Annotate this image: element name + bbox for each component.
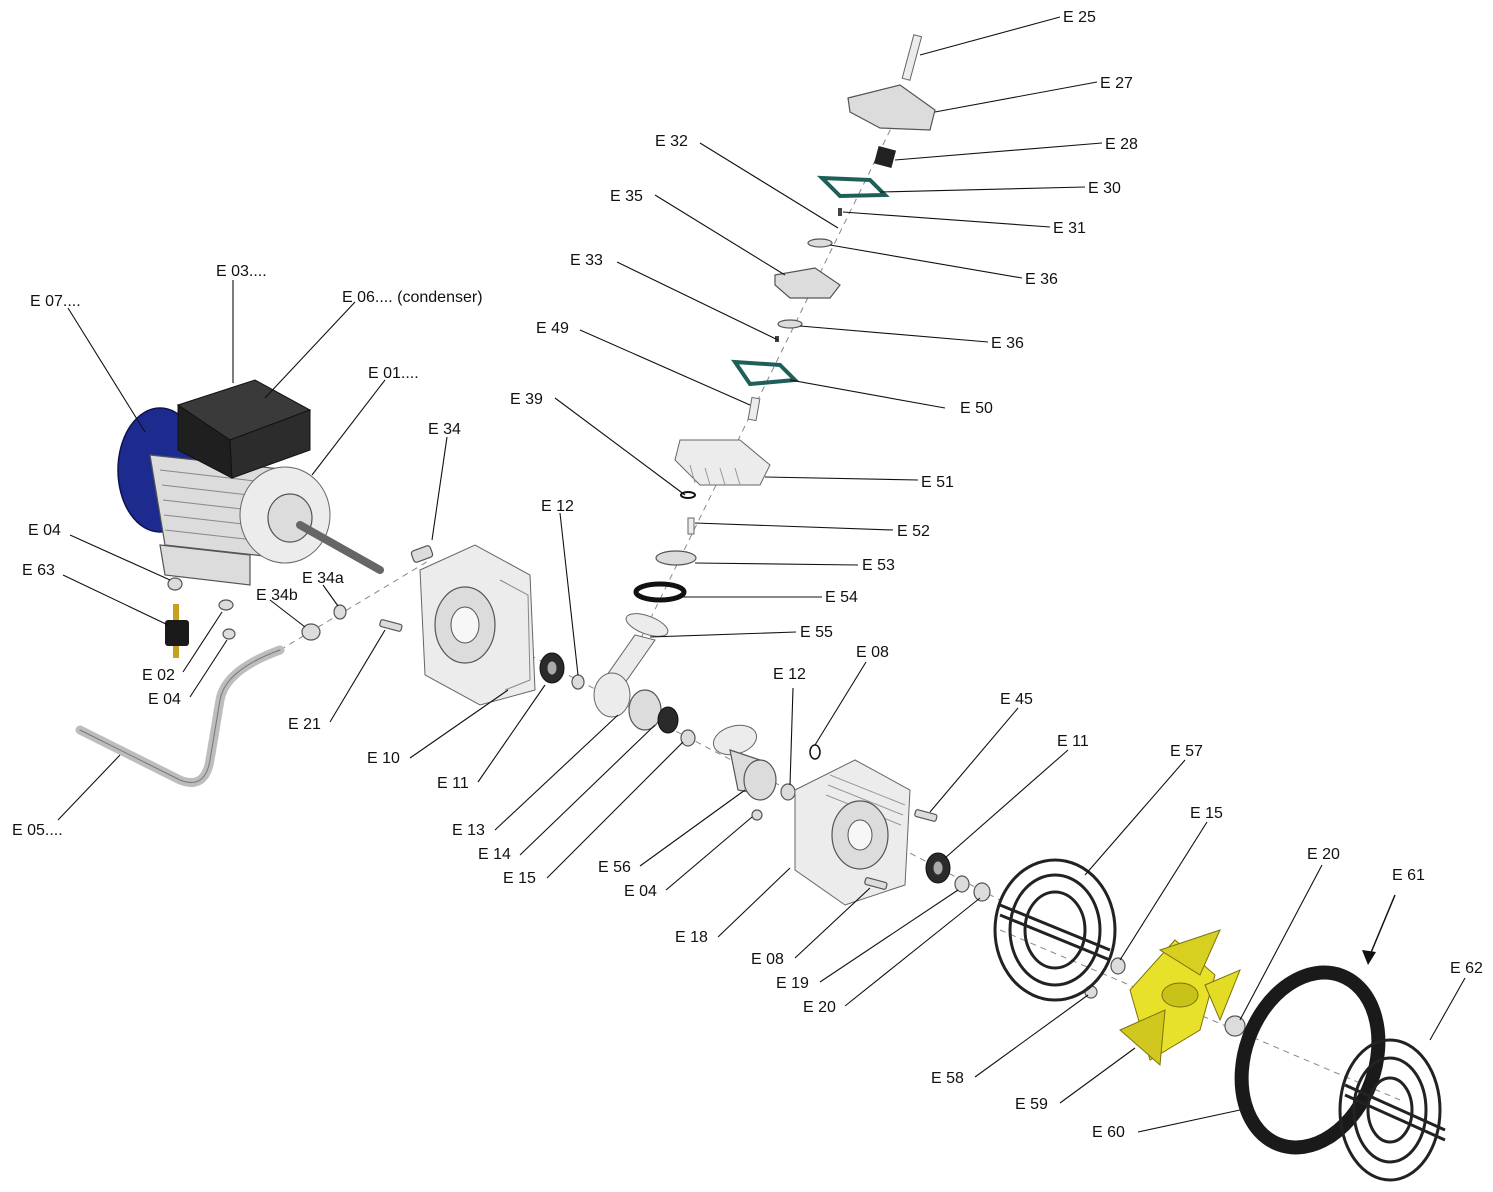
label-e36-upper: E 36 [1025, 271, 1058, 288]
label-e11-right: E 11 [1057, 733, 1089, 750]
label-e20-right: E 20 [1307, 846, 1340, 863]
label-e30: E 30 [1088, 180, 1121, 197]
eccentric [712, 724, 777, 821]
label-e34: E 34 [428, 421, 461, 438]
fan-guard-front [1338, 1038, 1446, 1182]
label-e20-bottom: E 20 [803, 999, 836, 1016]
label-e05: E 05.... [12, 822, 63, 839]
label-e04-bottom: E 04 [624, 883, 657, 900]
label-e51: E 51 [921, 474, 954, 491]
label-e62: E 62 [1450, 960, 1483, 977]
label-e61: E 61 [1392, 867, 1425, 884]
label-e56: E 56 [598, 859, 631, 876]
label-e28: E 28 [1105, 136, 1138, 153]
fan-housing-ring [1234, 965, 1386, 1155]
label-e57: E 57 [1170, 743, 1203, 760]
label-e08-bottom: E 08 [751, 951, 784, 968]
label-e02: E 02 [142, 667, 175, 684]
label-e10: E 10 [367, 750, 400, 767]
label-e53: E 53 [862, 557, 895, 574]
label-e12-right: E 12 [773, 666, 806, 683]
label-e59: E 59 [1015, 1096, 1048, 1113]
terminal-box [176, 379, 312, 479]
motor-shaft [296, 521, 384, 574]
bearings-row-1 [539, 652, 796, 801]
cylinder-head-stack [633, 34, 936, 603]
label-e12-left: E 12 [541, 498, 574, 515]
label-e63: E 63 [22, 562, 55, 579]
anti-vibration-mount [165, 577, 236, 658]
label-e34b: E 34b [256, 587, 298, 604]
label-e25: E 25 [1063, 9, 1096, 26]
label-e33: E 33 [570, 252, 603, 269]
pressure-tube [75, 645, 285, 787]
label-e52: E 52 [897, 523, 930, 540]
crankcase-right [794, 744, 938, 906]
label-e14: E 14 [478, 846, 511, 863]
label-e45: E 45 [1000, 691, 1033, 708]
label-e04-mid: E 04 [148, 691, 181, 708]
label-e31: E 31 [1053, 220, 1086, 237]
label-e07: E 07.... [30, 293, 81, 310]
label-e50: E 50 [960, 400, 993, 417]
label-e60: E 60 [1092, 1124, 1125, 1141]
leader-lines [57, 16, 1466, 1133]
label-e08-top: E 08 [856, 644, 889, 661]
crankcase-left [419, 544, 536, 706]
motor-foot [159, 544, 251, 586]
connecting-rod [593, 613, 679, 734]
label-e01: E 01.... [368, 365, 419, 382]
label-e13: E 13 [452, 822, 485, 839]
label-e21: E 21 [288, 716, 321, 733]
cooling-fan [1119, 929, 1241, 1067]
label-e18: E 18 [675, 929, 708, 946]
label-e04-top: E 04 [28, 522, 61, 539]
label-e19: E 19 [776, 975, 809, 992]
label-e58: E 58 [931, 1070, 964, 1087]
label-e34a: E 34a [302, 570, 344, 587]
label-e54: E 54 [825, 589, 858, 606]
label-e06: E 06.... (condenser) [342, 289, 483, 306]
label-e15-right: E 15 [1190, 805, 1223, 822]
label-e49: E 49 [536, 320, 569, 337]
label-e15-left: E 15 [503, 870, 536, 887]
part-labels: E 25 E 27 E 28 E 30 E 31 E 32 E 35 E 36 … [12, 9, 1483, 1141]
label-e55: E 55 [800, 624, 833, 641]
electric-motor [117, 379, 384, 586]
label-e11-left: E 11 [437, 775, 469, 792]
label-e39: E 39 [510, 391, 543, 408]
label-e32: E 32 [655, 133, 688, 150]
label-e35: E 35 [610, 188, 643, 205]
label-e27: E 27 [1100, 75, 1133, 92]
fan-guard-rear [993, 858, 1117, 1002]
label-e03: E 03.... [216, 263, 267, 280]
label-e36-lower: E 36 [991, 335, 1024, 352]
